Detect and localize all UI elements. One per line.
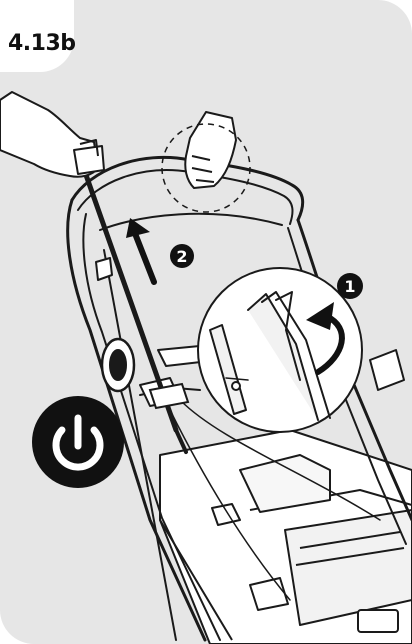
- step-label: 4.13b: [8, 31, 76, 56]
- callout-1-badge: 1: [337, 273, 363, 299]
- detail-circle: [198, 268, 362, 432]
- step-label-tab: 4.13b: [0, 0, 74, 72]
- power-icon: [32, 396, 124, 488]
- callout-1-number: 1: [344, 277, 355, 296]
- callout-2-badge: 2: [170, 244, 194, 268]
- callout-2-number: 2: [176, 247, 187, 266]
